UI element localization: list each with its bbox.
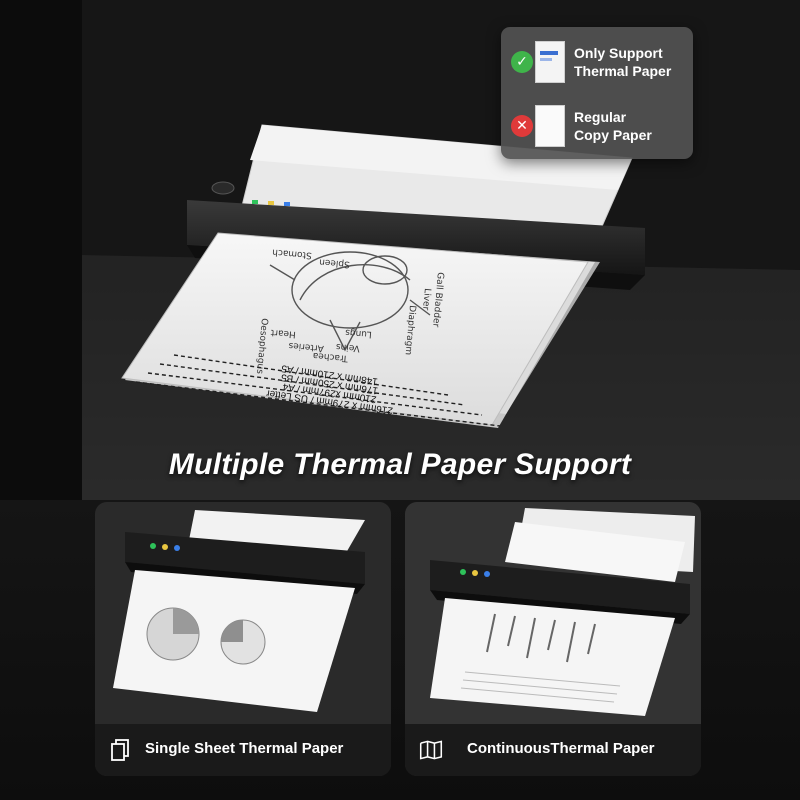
anatomy-labels: Stomach Spleen Gall Bladder Liver Diaphr… — [254, 247, 445, 375]
svg-text:Gall Bladder: Gall Bladder — [430, 272, 445, 328]
continuous-paper-caption: ContinuousThermal Paper — [467, 740, 655, 757]
svg-text:Lungs: Lungs — [345, 327, 373, 339]
svg-text:Arteries: Arteries — [288, 340, 324, 353]
folded-paper-icon — [419, 740, 443, 760]
continuous-paper-printer-image — [405, 502, 701, 724]
single-sheet-caption-bar: Single Sheet Thermal Paper — [95, 724, 391, 776]
svg-text:Spleen: Spleen — [319, 256, 350, 269]
svg-text:Liver: Liver — [420, 288, 432, 311]
svg-text:Oesophagus: Oesophagus — [254, 318, 269, 375]
paper-compatibility-badge: ✓ Only Support Thermal Paper ✕ Regular C… — [501, 27, 693, 159]
check-icon: ✓ — [511, 51, 533, 73]
led-yellow — [268, 201, 274, 205]
svg-text:Veins: Veins — [335, 341, 360, 353]
supported-row: ✓ Only Support Thermal Paper — [501, 35, 693, 91]
led-green — [252, 200, 258, 204]
single-sheet-printer-image — [95, 502, 391, 724]
led-blue — [284, 202, 290, 206]
continuous-paper-panel: ContinuousThermal Paper — [405, 502, 701, 776]
unsupported-label: Regular Copy Paper — [574, 109, 652, 143]
headline: Multiple Thermal Paper Support — [168, 448, 632, 481]
svg-text:Heart: Heart — [270, 327, 296, 339]
single-sheet-panel: Single Sheet Thermal Paper — [95, 502, 391, 776]
unsupported-row: ✕ Regular Copy Paper — [501, 99, 693, 155]
svg-text:Trachea: Trachea — [312, 350, 349, 363]
sheets-icon — [111, 739, 129, 761]
svg-text:Stomach: Stomach — [272, 247, 312, 260]
cross-icon: ✕ — [511, 115, 533, 137]
continuous-paper-caption-bar: ContinuousThermal Paper — [405, 724, 701, 776]
svg-text:Diaphragm: Diaphragm — [403, 305, 417, 356]
single-sheet-caption: Single Sheet Thermal Paper — [145, 740, 344, 757]
thermal-paper-thumbnail — [535, 41, 565, 83]
supported-label: Only Support Thermal Paper — [574, 45, 672, 79]
copy-paper-thumbnail — [535, 105, 565, 147]
